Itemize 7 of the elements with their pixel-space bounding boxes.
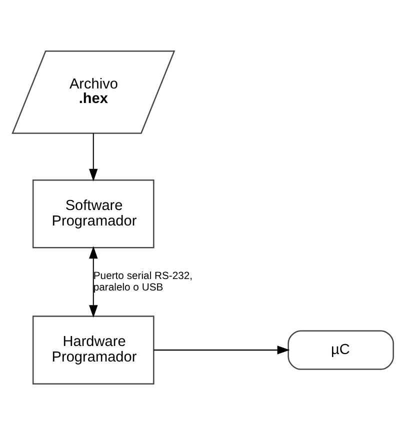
arrow [154, 345, 290, 354]
arrow [89, 132, 98, 181]
node-box: µC [288, 330, 394, 370]
edge-label: Puerto serial RS-232, paralelo o USB [93, 270, 193, 293]
node-box: Hardware Programador [32, 315, 154, 384]
arrow [89, 246, 98, 318]
node-box: Software Programador [32, 178, 154, 248]
